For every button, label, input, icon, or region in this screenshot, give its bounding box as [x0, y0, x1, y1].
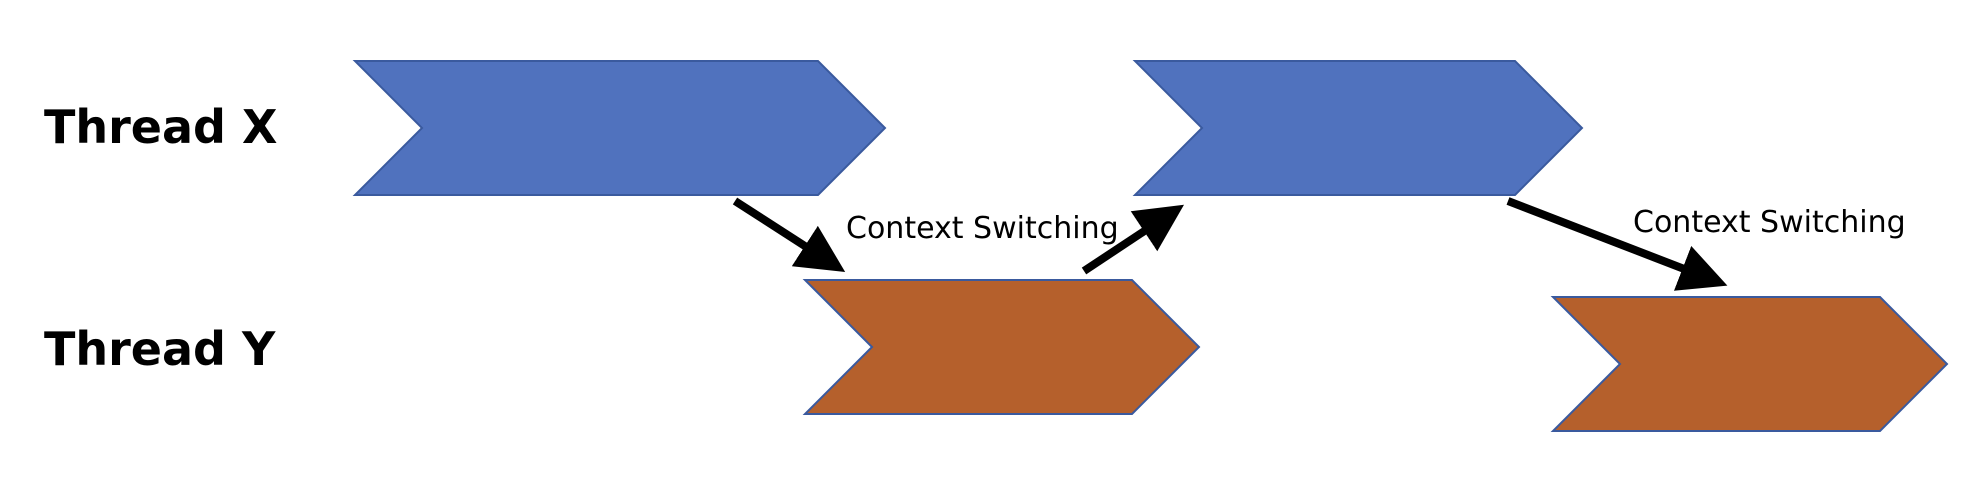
thread-y-segment-1 — [802, 279, 1201, 415]
context-switch-arrow-1 — [732, 197, 846, 273]
thread-x-segment-2 — [1132, 60, 1584, 196]
thread-x-segment-1 — [352, 60, 887, 196]
context-switch-arrow-3 — [1506, 197, 1728, 291]
thread-y-segment-2 — [1550, 296, 1949, 432]
thread-x-label: Thread X — [44, 100, 278, 154]
context-switching-label-1: Context Switching — [846, 211, 1119, 246]
context-switch-arrow-2 — [1081, 204, 1185, 275]
context-switching-label-2: Context Switching — [1633, 205, 1906, 240]
thread-y-label: Thread Y — [44, 322, 276, 376]
